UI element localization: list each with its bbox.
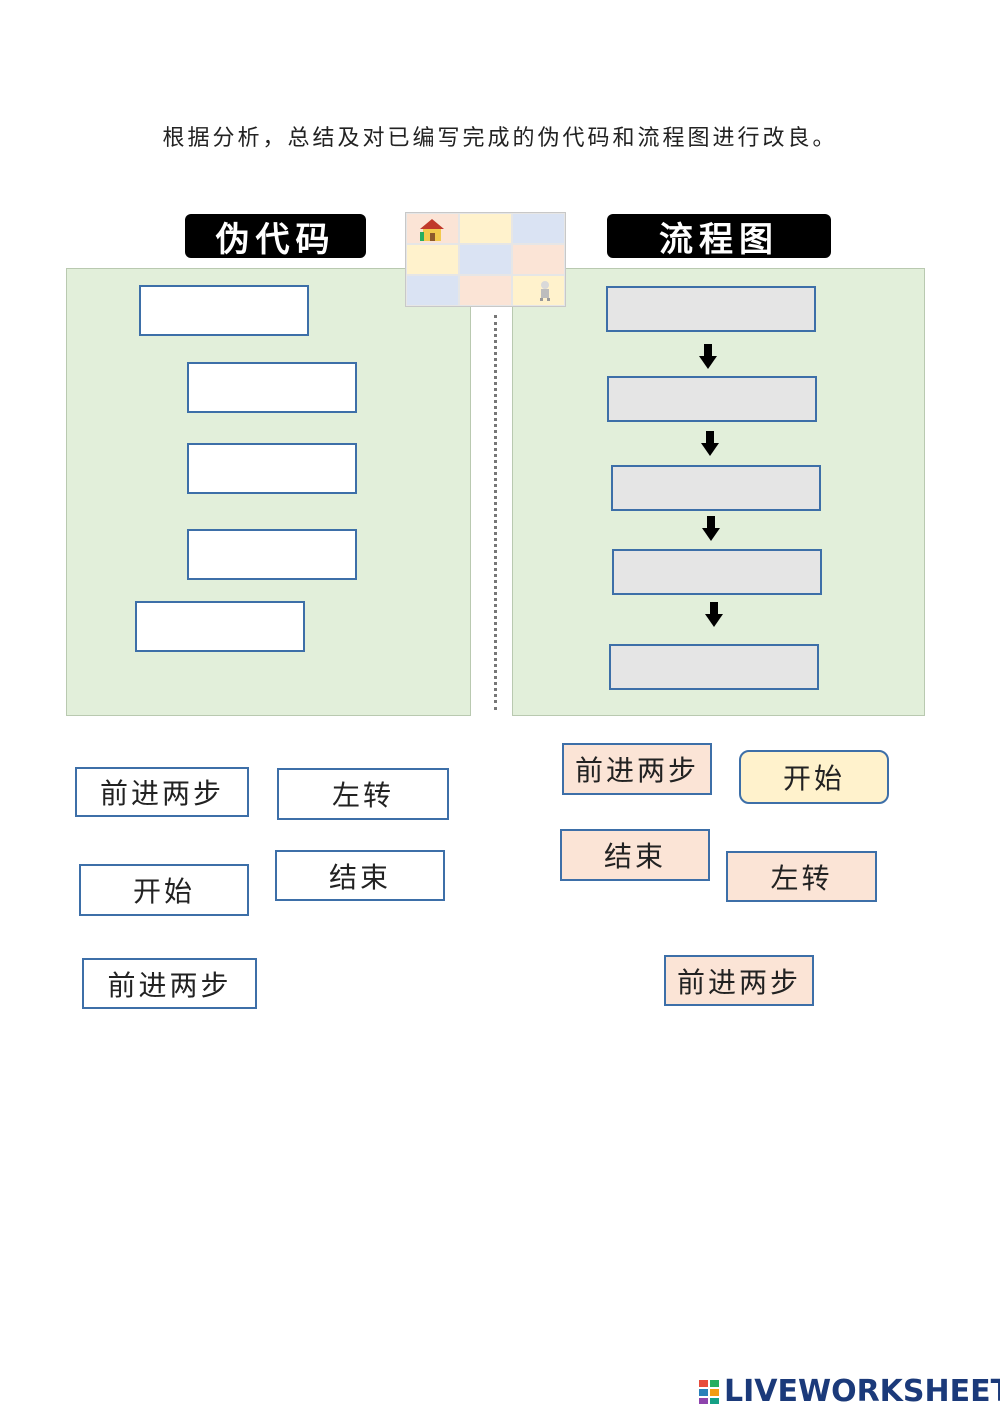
- pseudocode-card-forward-two-steps[interactable]: 前进两步: [82, 958, 257, 1009]
- grid-cell: [459, 275, 512, 306]
- flowchart-slot-5[interactable]: [609, 644, 819, 690]
- grid-cell: [406, 275, 459, 306]
- grid-cell: [459, 213, 512, 244]
- pseudocode-card-turn-left[interactable]: 左转: [277, 768, 449, 820]
- pseudocode-card-start[interactable]: 开始: [79, 864, 249, 916]
- pseudocode-slot-2[interactable]: [187, 362, 357, 413]
- pseudocode-slot-1[interactable]: [139, 285, 309, 336]
- flowchart-header: 流程图: [607, 214, 831, 260]
- pseudocode-card-end[interactable]: 结束: [275, 850, 445, 901]
- flowchart-slot-2[interactable]: [607, 376, 817, 422]
- pseudocode-slot-4[interactable]: [187, 529, 357, 580]
- pseudocode-card-forward-two-steps[interactable]: 前进两步: [75, 767, 249, 817]
- character-icon: [540, 281, 550, 301]
- arrow-down-icon: [701, 431, 719, 456]
- maze-grid-image: [405, 212, 566, 307]
- flowchart-slot-4[interactable]: [612, 549, 822, 595]
- grid-cell: [512, 213, 565, 244]
- logo-icon: [699, 1379, 719, 1404]
- flowchart-card-forward-two-steps[interactable]: 前进两步: [562, 743, 712, 795]
- grid-cell: [459, 244, 512, 275]
- dotted-divider: [494, 315, 501, 710]
- flowchart-slot-3[interactable]: [611, 465, 821, 511]
- flowchart-card-end[interactable]: 结束: [560, 829, 710, 881]
- instruction-text: 根据分析，总结及对已编写完成的伪代码和流程图进行改良。: [162, 126, 838, 151]
- arrow-down-icon: [702, 516, 720, 541]
- flowchart-card-turn-left[interactable]: 左转: [726, 851, 877, 902]
- grid-cell: [406, 213, 459, 244]
- liveworksheets-logo: LIVEWORKSHEETS: [698, 1374, 1000, 1409]
- grid-cell: [512, 275, 565, 306]
- arrow-down-icon: [705, 602, 723, 627]
- house-icon: [420, 219, 444, 241]
- grid-cell: [512, 244, 565, 275]
- flowchart-card-forward-two-steps[interactable]: 前进两步: [664, 955, 814, 1006]
- pseudocode-slot-3[interactable]: [187, 443, 357, 494]
- flowchart-slot-1[interactable]: [606, 286, 816, 332]
- grid-cell: [406, 244, 459, 275]
- pseudocode-slot-5[interactable]: [135, 601, 305, 652]
- flowchart-card-start[interactable]: 开始: [739, 750, 889, 804]
- pseudocode-header: 伪代码: [185, 214, 366, 260]
- arrow-down-icon: [699, 344, 717, 369]
- brand-name: LIVEWORKSHEETS: [724, 1374, 1000, 1409]
